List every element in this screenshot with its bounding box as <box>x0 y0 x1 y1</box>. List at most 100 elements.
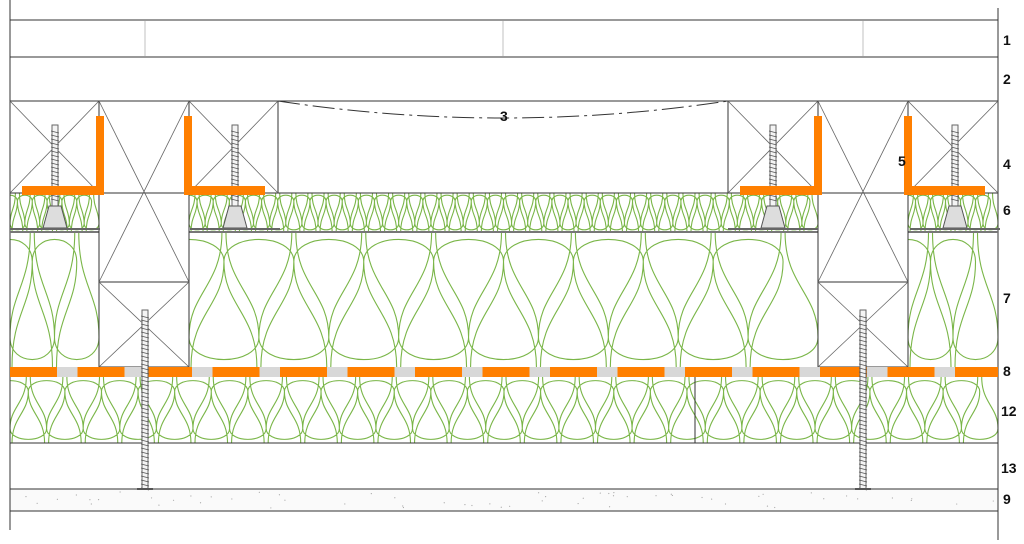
speckle <box>701 497 702 498</box>
speckle <box>600 492 601 493</box>
label-2: 2 <box>1003 71 1011 87</box>
speckle <box>811 492 812 493</box>
speckle <box>444 502 445 503</box>
speckle <box>464 504 465 505</box>
speckle <box>725 503 726 504</box>
bracket-3-horizontal <box>740 186 822 195</box>
membrane-gap <box>395 367 416 377</box>
speckle <box>627 496 628 497</box>
speckle <box>394 497 395 498</box>
speckle <box>200 502 201 503</box>
membrane-gap <box>867 367 888 377</box>
membrane-segment <box>348 367 395 377</box>
speckle <box>37 503 38 504</box>
speckle <box>509 506 510 507</box>
speckle <box>91 503 92 504</box>
speckle <box>76 494 77 495</box>
bracket-2-vertical <box>184 116 192 195</box>
membrane-gap <box>597 367 618 377</box>
insulation-7-right <box>886 232 999 367</box>
label-12: 12 <box>1001 403 1017 419</box>
speckle <box>344 503 345 504</box>
bracket-2-horizontal <box>184 186 265 195</box>
speckle <box>158 505 159 506</box>
membrane-segment <box>753 367 800 377</box>
label-4: 4 <box>1003 156 1011 172</box>
orange-l-brackets <box>22 116 985 195</box>
speckle <box>609 506 610 507</box>
batten-screw-washer <box>223 206 247 228</box>
speckle <box>25 496 26 497</box>
label-13: 13 <box>1001 460 1017 476</box>
layer-labels: 1 2 3 4 5 6 7 8 12 13 9 <box>500 32 1017 507</box>
membrane-segment <box>78 367 125 377</box>
label-6: 6 <box>1003 202 1011 218</box>
speckle <box>151 497 152 498</box>
speckle <box>489 503 490 504</box>
label-8: 8 <box>1003 363 1011 379</box>
speckle <box>823 498 824 499</box>
speckle <box>231 498 232 499</box>
bracket-1-horizontal <box>22 186 104 195</box>
speckle <box>758 496 759 497</box>
render-layer-9 <box>10 489 998 511</box>
insulation-12 <box>0 377 998 443</box>
speckle <box>190 495 191 496</box>
insulation-layers <box>0 193 998 511</box>
batten-screw-washer <box>761 206 785 228</box>
speckle <box>711 499 712 500</box>
insulation-6-middle <box>181 193 818 232</box>
membrane-segment <box>145 367 192 377</box>
membrane-segment <box>415 367 462 377</box>
membrane-gap <box>260 367 281 377</box>
speckle <box>120 491 121 492</box>
membrane-gap <box>462 367 483 377</box>
membrane-segment <box>550 367 597 377</box>
membrane-gap <box>935 367 956 377</box>
label-3: 3 <box>500 108 508 124</box>
speckle <box>279 494 280 495</box>
speckle <box>613 495 614 496</box>
membrane-gap <box>57 367 78 377</box>
speckle <box>371 493 372 494</box>
speckle <box>403 507 404 508</box>
label-5: 5 <box>898 153 906 169</box>
membrane-layer-8 <box>10 367 998 377</box>
label-1: 1 <box>1003 32 1011 48</box>
insulation-7-left <box>0 232 99 367</box>
bracket-3-vertical <box>814 116 822 195</box>
speckle <box>857 498 858 499</box>
bracket-1-vertical <box>96 116 104 195</box>
label-7: 7 <box>1003 290 1011 306</box>
speckle <box>98 499 99 500</box>
membrane-gap <box>530 367 551 377</box>
membrane-segment <box>213 367 260 377</box>
bracket-4-horizontal <box>904 186 985 195</box>
membrane-segment <box>483 367 530 377</box>
speckle <box>538 492 539 493</box>
speckle <box>259 492 260 493</box>
insulation-7-middle <box>154 232 818 367</box>
membrane-segment <box>685 367 732 377</box>
speckle <box>763 494 764 495</box>
speckle <box>270 507 271 508</box>
speckle <box>655 495 656 496</box>
speckle <box>608 493 609 494</box>
speckle <box>501 507 502 508</box>
speckle <box>911 500 912 501</box>
speckle <box>892 497 893 498</box>
speckle <box>671 494 672 495</box>
speckle <box>211 496 212 497</box>
membrane-segment <box>618 367 665 377</box>
membrane-gap <box>665 367 686 377</box>
speckle <box>583 498 584 499</box>
speckle <box>846 495 847 496</box>
speckle <box>57 499 58 500</box>
speckle <box>173 500 174 501</box>
speckle <box>767 505 768 506</box>
speckle <box>545 496 546 497</box>
membrane-gap <box>192 367 213 377</box>
speckle <box>993 500 994 501</box>
speckle <box>471 505 472 506</box>
